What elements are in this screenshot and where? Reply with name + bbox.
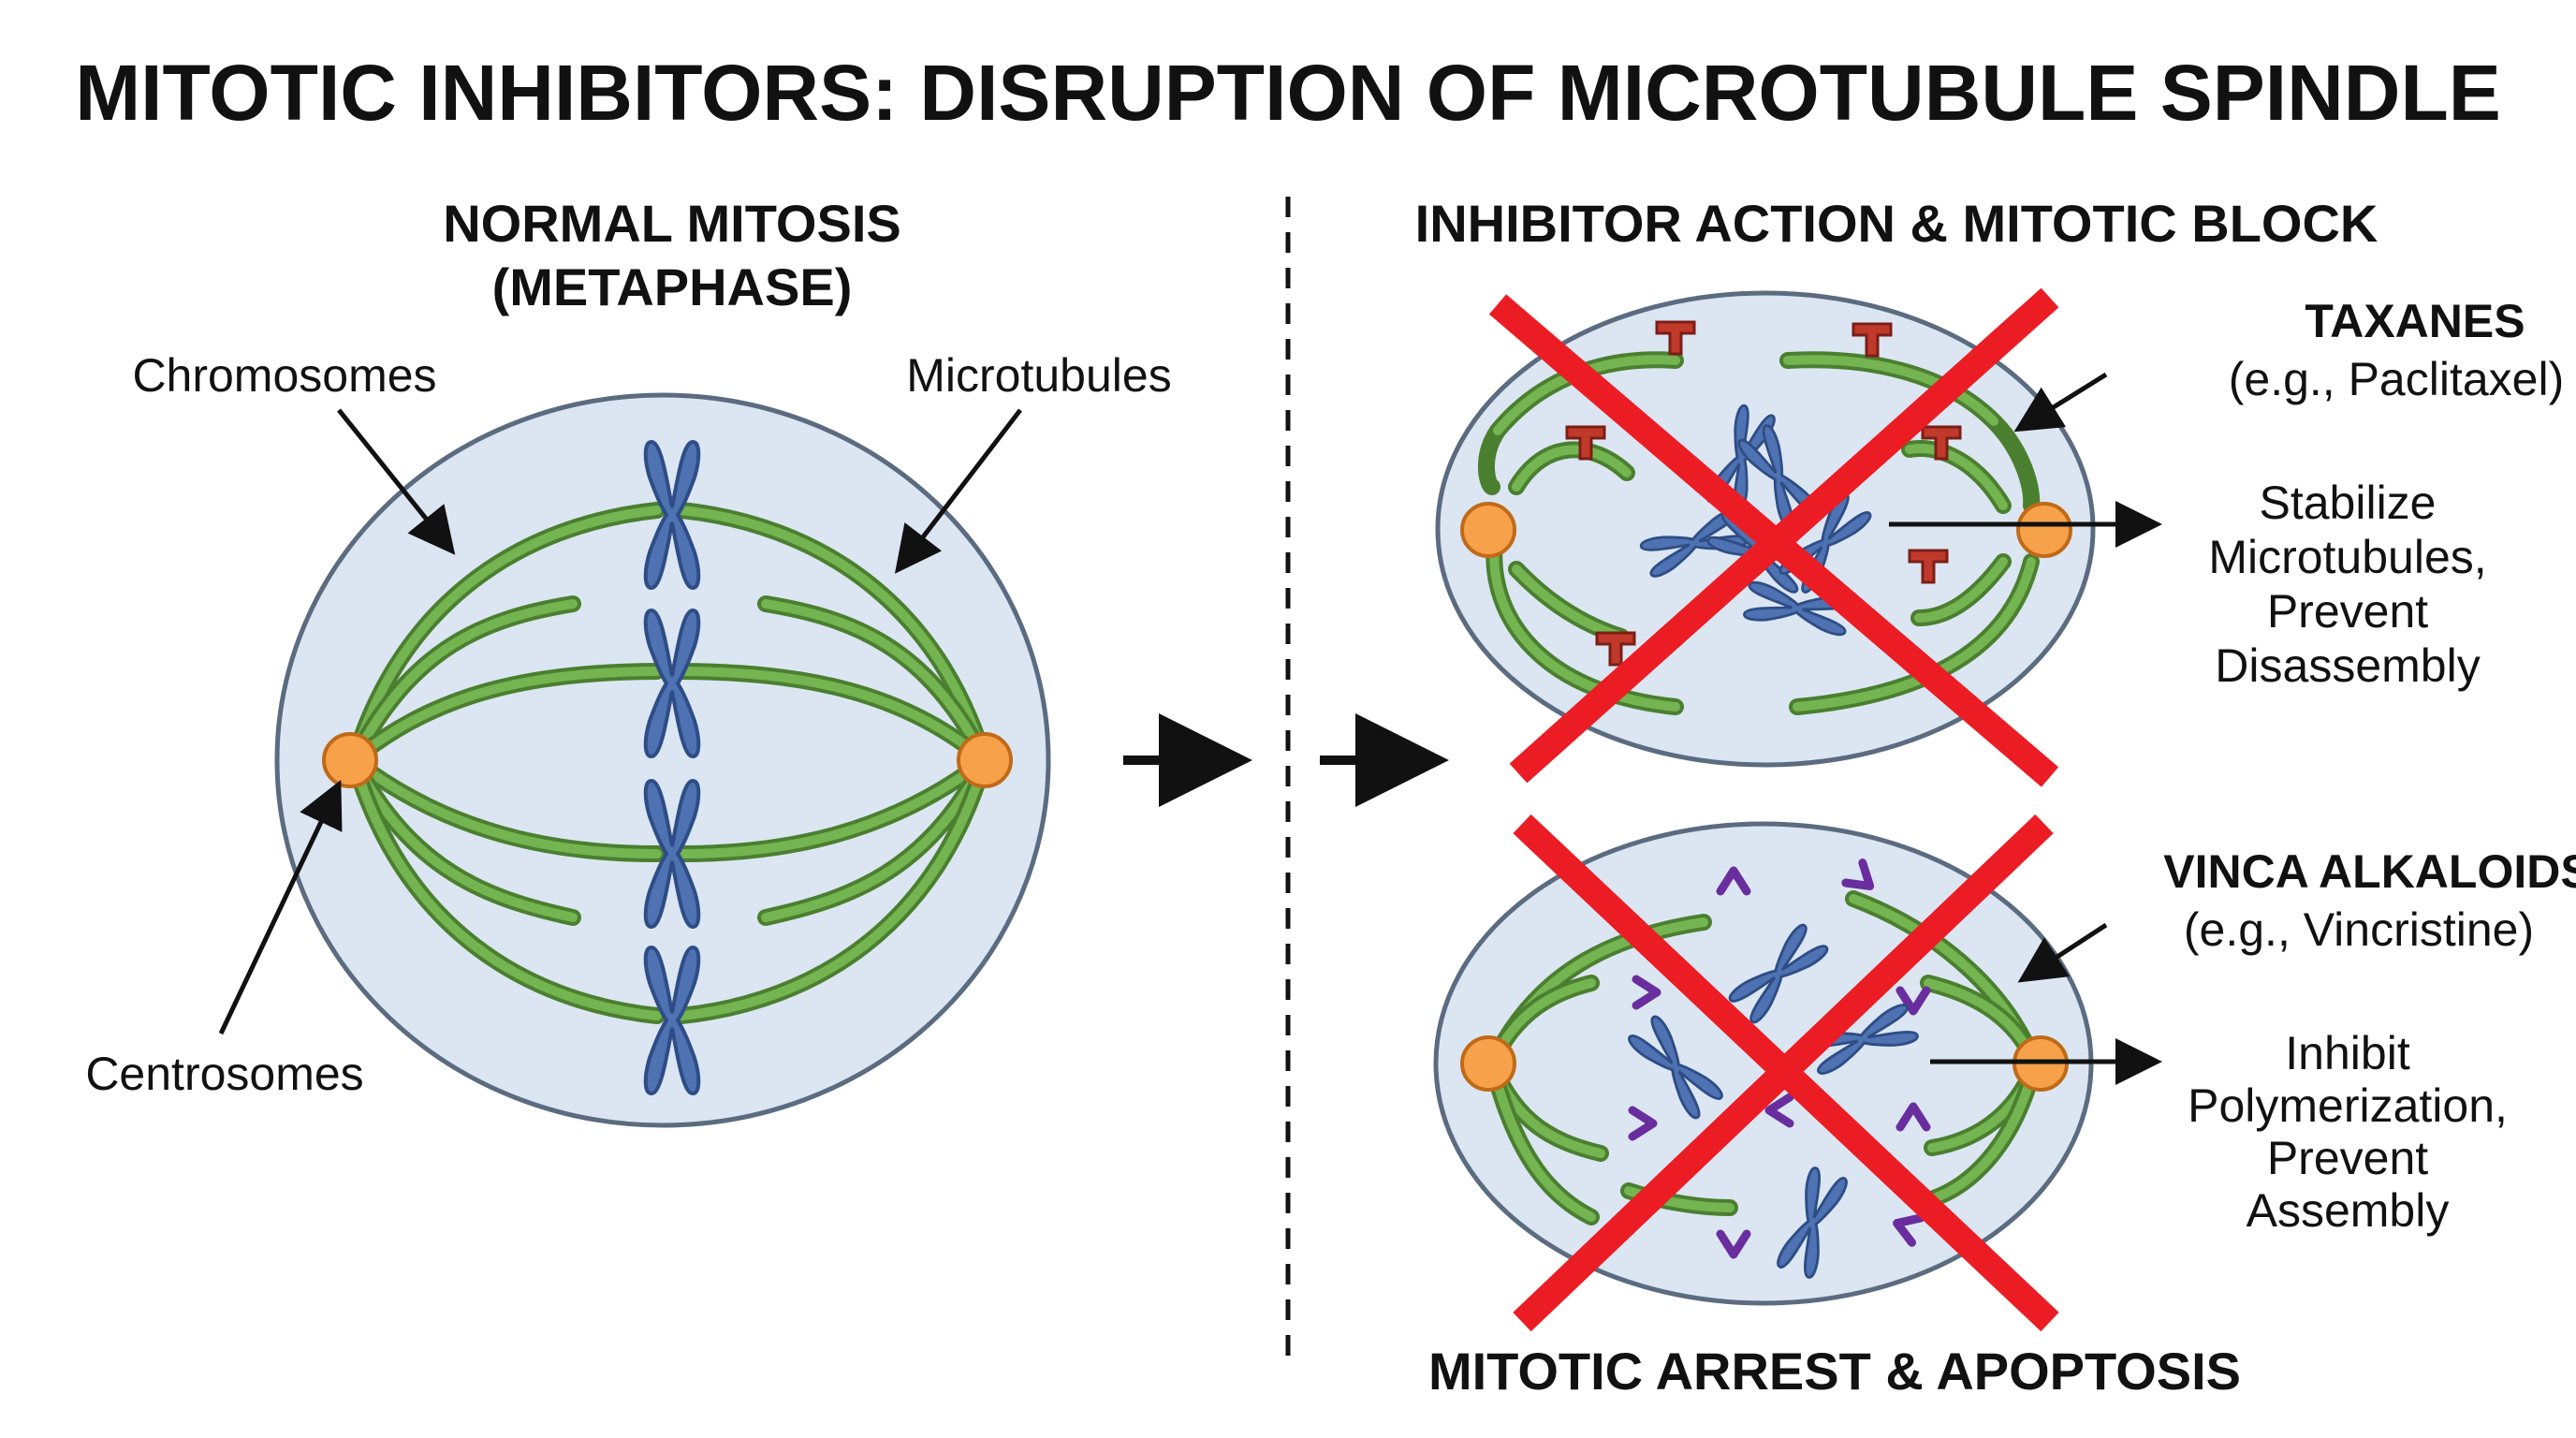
normal-heading-line1: NORMAL MITOSIS xyxy=(443,194,901,253)
centrosome-right xyxy=(2016,502,2072,558)
vinca-effect-line4: Assembly xyxy=(2247,1184,2450,1237)
microtubules-label: Microtubules xyxy=(906,349,1171,402)
taxanes-example: (e.g., Paclitaxel) xyxy=(2229,353,2564,405)
stabilized-microtubules xyxy=(1477,351,2041,715)
taxanes-effect-line4: Disassembly xyxy=(2215,639,2480,692)
vinca-pointer xyxy=(2017,922,2108,983)
taxanes-effect-line1: Stabilize xyxy=(2260,477,2437,529)
vinca-effect-line2: Polymerization, xyxy=(2188,1079,2508,1132)
taxane-cell xyxy=(1435,287,2096,787)
chromosomes-pointer xyxy=(337,408,456,555)
centrosomes-pointer xyxy=(218,779,343,1035)
vinca-name: VINCA ALKALOIDS xyxy=(2163,845,2576,898)
block-cross-stroke xyxy=(1509,287,2059,784)
normal-heading-line2: (METAPHASE) xyxy=(492,257,853,316)
vinca-cell xyxy=(1433,814,2094,1332)
outcome-footer: MITOTIC ARREST & APOPTOSIS xyxy=(1428,1342,2241,1401)
taxanes-pointer xyxy=(2013,372,2108,433)
taxanes-name: TAXANES xyxy=(2305,295,2525,347)
centrosomes-label: Centrosomes xyxy=(85,1048,363,1100)
normal-spindle-microtubules xyxy=(345,502,993,1024)
vinca-example: (e.g., Vincristine) xyxy=(2184,903,2534,956)
microtubules-pointer xyxy=(894,408,1022,574)
normal-cell xyxy=(274,392,1051,1128)
centrosome-left xyxy=(1460,1035,1516,1092)
inhibitor-heading: INHIBITOR ACTION & MITOTIC BLOCK xyxy=(1415,194,2378,253)
taxanes-effect-line2: Microtubules, xyxy=(2208,531,2486,583)
chromosomes-label: Chromosomes xyxy=(132,349,436,402)
taxanes-effect-line3: Prevent xyxy=(2267,585,2428,638)
centrosome-left xyxy=(1460,502,1516,558)
centrosome-left xyxy=(322,732,378,788)
page-title: MITOTIC INHIBITORS: DISRUPTION OF MICROT… xyxy=(75,49,2501,137)
vinca-effect-line3: Prevent xyxy=(2267,1132,2428,1184)
centrosome-right xyxy=(957,732,1013,788)
vinca-effect-line1: Inhibit xyxy=(2285,1027,2410,1079)
block-cross-stroke xyxy=(1513,814,2054,1332)
